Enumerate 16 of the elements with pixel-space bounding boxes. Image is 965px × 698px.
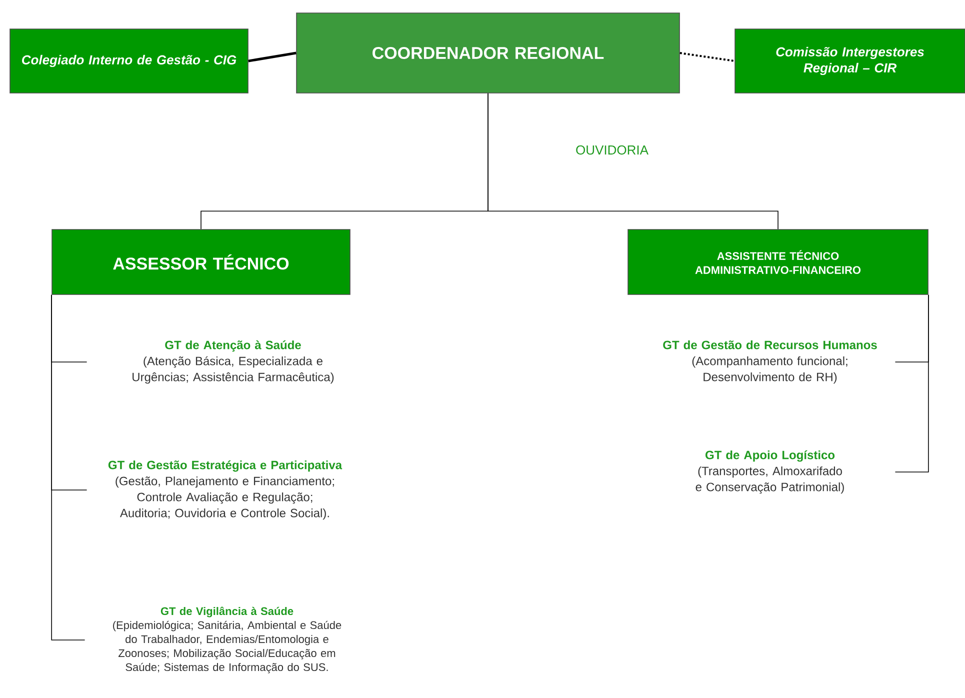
connector-line bbox=[894, 294, 929, 472]
title-box: Colegiado Interno de Gestão - CIG bbox=[10, 28, 248, 94]
group-text: GT de Vigilância à Saúde (Epidemiológica; Sanitária, Ambiental e Saúde do Trabalhador, Endemias/Entomologia e Zoonoses; Mobilização Social/Educação em Saúde; Sistemas de Informação do SUS. bbox=[113, 606, 342, 674]
connector-line bbox=[248, 52, 296, 62]
group-text: GT de Gestão Estratégica e Participativa (Gestão, Planejamento e Financiamento; Controle Avaliação e Regulação; Auditoria; Ouvidoria e Controle Social). bbox=[108, 460, 342, 520]
title-box: Comissão Intergestores Regional – CIR bbox=[734, 28, 965, 94]
group-text: GT de Apoio Logístico (Transportes, Almoxarifado e Conservação Patrimonial) bbox=[696, 450, 844, 494]
title-box: ASSISTENTE TÉCNICO ADMINISTRATIVO-FINANCEIRO bbox=[628, 229, 928, 295]
connector-line bbox=[51, 294, 86, 640]
title-box: ASSESSOR TÉCNICO bbox=[52, 229, 350, 295]
group-text: GT de Atenção à Saúde (Atenção Básica, Especializada e Urgências; Assistência Farmacêutica) bbox=[132, 340, 334, 384]
title-box: COORDENADOR REGIONAL bbox=[296, 12, 680, 94]
section-label: OUVIDORIA bbox=[576, 145, 648, 155]
connector-line bbox=[488, 93, 778, 230]
connector-line bbox=[680, 52, 735, 62]
group-text: GT de Gestão de Recursos Humanos (Acompanhamento funcional; Desenvolvimento de RH) bbox=[663, 340, 877, 384]
